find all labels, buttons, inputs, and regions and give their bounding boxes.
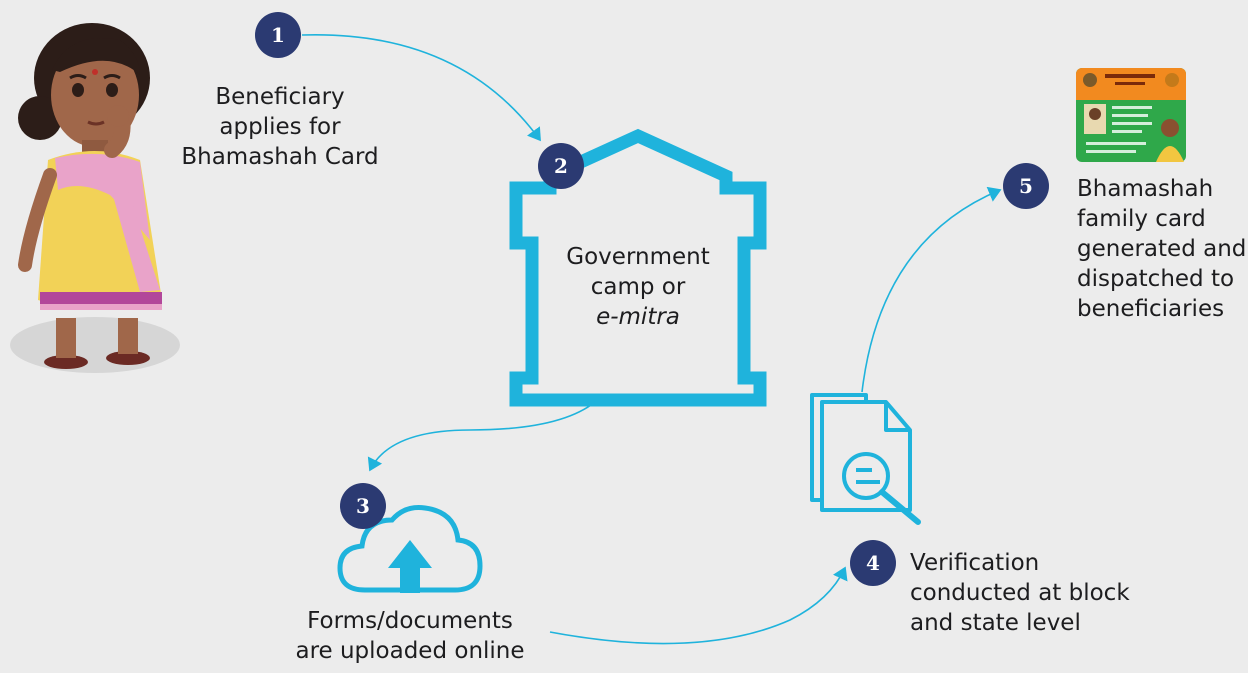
step-5-label: Bhamashah family card generated and disp… [1077,174,1247,324]
arrow-4-to-5 [861,186,1002,393]
cloud-upload-icon [337,505,483,593]
step-3-line1: Forms/documents [307,608,513,634]
step-1-badge: 1 [255,12,301,58]
woman-beneficiary-icon [10,23,180,373]
step-4-line1: Verification [910,550,1040,576]
step-2-line2: camp or [590,274,686,300]
arrow-2-to-3 [367,401,596,472]
step-3-line2: are uploaded online [295,638,525,664]
step-4-line3: and state level [910,610,1081,636]
step-1-line3: Bhamashah Card [181,144,379,170]
step-4-badge: 4 [850,540,896,586]
step-5-line3: generated and [1077,236,1247,262]
step-1-label: Beneficiary applies for Bhamashah Card [170,82,390,172]
step-3-label: Forms/documents are uploaded online [285,606,535,666]
step-1-line2: applies for [219,114,341,140]
step-2-line3: e-mitra [596,304,680,330]
step-3-badge: 3 [340,483,386,529]
bhamashah-card-image [1076,68,1186,162]
step-5-line2: family card [1077,206,1206,232]
arrow-3-to-4 [549,566,848,645]
step-1-line1: Beneficiary [215,84,345,110]
step-2-label: Government camp or e-mitra [538,242,738,332]
step-5-line1: Bhamashah [1077,176,1214,202]
step-4-label: Verification conducted at block and stat… [910,548,1170,638]
arrow-1-to-2 [301,34,541,142]
step-5-badge: 5 [1003,163,1049,209]
step-5-line5: beneficiaries [1077,296,1225,322]
step-2-line1: Government [566,244,710,270]
document-search-icon [810,393,921,525]
step-2-badge: 2 [538,143,584,189]
step-5-line4: dispatched to [1077,266,1235,292]
step-4-line2: conducted at block [910,580,1130,606]
